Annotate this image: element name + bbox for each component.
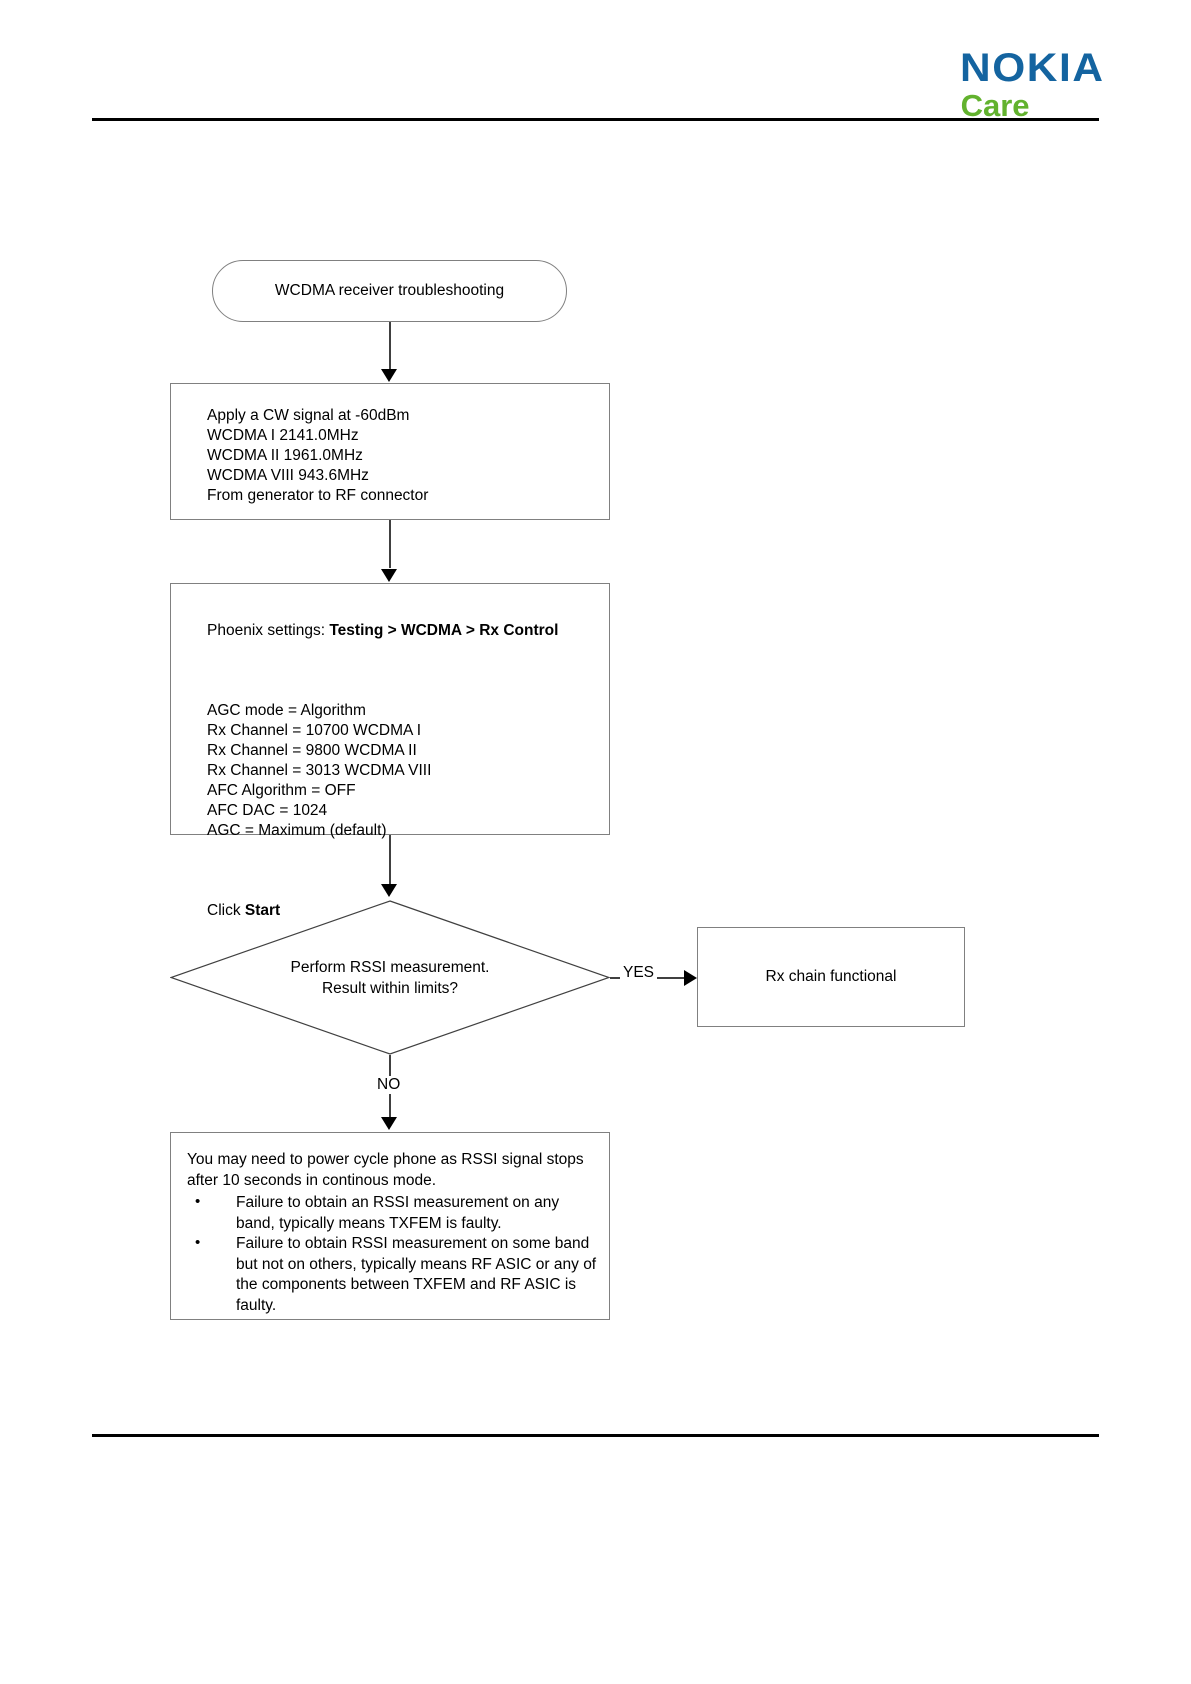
decision-line-1: Perform RSSI measurement. [290,958,490,976]
phoenix-body: Phoenix settings: Testing > WCDMA > Rx C… [171,584,609,941]
edge-label-yes: YES [620,964,658,982]
rx-chain-functional-label: Rx chain functional [765,968,897,985]
list-item: • Failure to obtain an RSSI measurement … [185,1193,599,1234]
fault-diagnosis-node: You may need to power cycle phone as RSS… [170,1132,610,1320]
page-header: NOKIA Care [0,0,1191,130]
fault-intro-text: You may need to power cycle phone as RSS… [187,1151,584,1189]
rssi-decision-node: Perform RSSI measurement. Result within … [170,900,610,1055]
bullet-icon: • [195,1193,201,1210]
phoenix-settings-list: AGC mode = Algorithm Rx Channel = 10700 … [207,702,432,839]
arrow-start-to-apply-icon [381,369,397,382]
header-divider [92,118,1099,121]
phoenix-spacer-1 [207,661,609,681]
fault-bullet-text: Failure to obtain RSSI measurement on so… [236,1235,597,1314]
phoenix-action-prefix: Click [207,902,245,919]
flow-start-label: WCDMA receiver troubleshooting [274,282,505,299]
connector-phoenix-to-decision [389,835,391,885]
phoenix-heading: Phoenix settings: Testing > WCDMA > Rx C… [207,621,609,641]
fault-bullet-list: • Failure to obtain an RSSI measurement … [171,1193,609,1316]
phoenix-settings-node: Phoenix settings: Testing > WCDMA > Rx C… [170,583,610,919]
phoenix-start-button-label[interactable]: Start [244,902,281,919]
nokia-care-logo: NOKIA Care [960,48,1103,123]
arrow-phoenix-to-decision-icon [381,884,397,897]
edge-label-no: NO [374,1076,404,1094]
bullet-icon: • [195,1234,201,1251]
arrow-apply-to-phoenix-icon [381,569,397,582]
footer-divider [92,1434,1099,1437]
apply-signal-node: Apply a CW signal at -60dBm WCDMA I 2141… [170,383,610,520]
flow-start-node: WCDMA receiver troubleshooting [212,260,567,322]
phoenix-heading-path: Testing > WCDMA > Rx Control [329,622,559,639]
care-wordmark: Care [960,88,1030,123]
decision-label: Perform RSSI measurement. Result within … [170,900,610,1055]
list-item: • Failure to obtain RSSI measurement on … [185,1234,599,1316]
rx-chain-functional-node: Rx chain functional [697,927,965,1027]
phoenix-spacer-2 [207,861,609,881]
decision-diamond-shape [170,900,610,1055]
decision-line-2: Result within limits? [321,979,459,997]
apply-signal-text: Apply a CW signal at -60dBm WCDMA I 2141… [207,407,429,504]
arrow-decision-to-rx-ok-icon [684,970,697,986]
nokia-wordmark: NOKIA [959,46,1105,90]
connector-apply-to-phoenix [389,520,391,568]
connector-start-to-apply [389,322,391,370]
fault-bullet-text: Failure to obtain an RSSI measurement on… [236,1194,560,1232]
phoenix-heading-prefix: Phoenix settings: [207,622,330,639]
phoenix-action: Click Start [207,901,609,921]
arrow-decision-to-fault-icon [381,1117,397,1130]
